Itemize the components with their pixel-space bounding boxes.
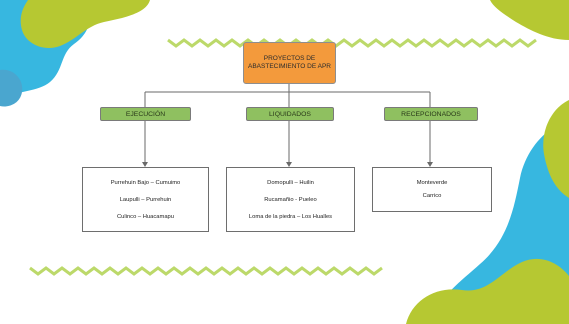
top-left-blob [0,0,150,107]
recepcionados-projects-box: Monteverde Carrico [372,167,492,212]
category-recepcionados: RECEPCIONADOS [384,107,478,121]
project-item: Carrico [422,193,442,200]
connector-arrowheads [142,162,433,167]
root-node: PROYECTOS DE ABASTECIMIENTO DE APR [243,42,336,84]
bottom-zigzag-band [29,266,383,276]
category-ejecucion: EJECUCIÓN [100,107,191,121]
connector-lines [144,84,431,166]
liquidados-projects-box: Domopulli – Huilin Rucamañio - Pueleo Lo… [226,167,355,232]
top-right-blob [490,0,569,40]
project-item: Loma de la piedra – Los Hualles [248,213,333,220]
project-item: Monteverde [416,179,448,186]
category-liquidados: LIQUIDADOS [246,107,334,121]
top-zigzag-band [167,38,537,48]
project-item: Culinco – Huacamapu [116,213,175,220]
project-item: Purrehuin Bajo – Cumuimo [110,179,181,186]
project-item: Rucamañio - Pueleo [264,196,317,203]
project-item: Domopulli – Huilin [267,179,314,186]
bottom-right-blob [406,258,569,324]
project-item: Laupulli – Purrehuin [119,196,172,203]
ejecucion-projects-box: Purrehuin Bajo – Cumuimo Laupulli – Purr… [82,167,209,232]
